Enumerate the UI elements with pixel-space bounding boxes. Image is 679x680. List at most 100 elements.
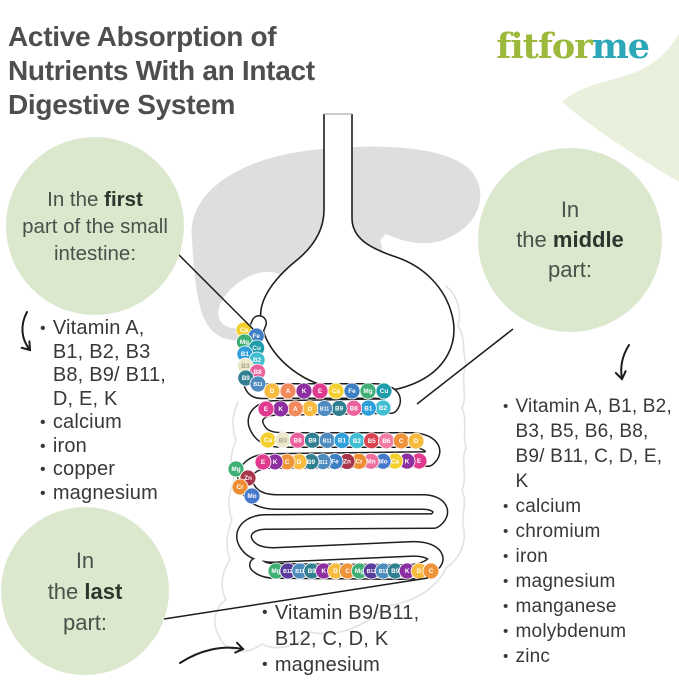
list-item-text: copper — [52, 458, 116, 480]
nutrient-list-last: • Vitamin B9/B11, B12, C, D, K• magnesium — [262, 600, 457, 678]
callout-text-line: part: — [547, 257, 593, 282]
connector-line-last — [163, 577, 429, 620]
callout-text-line: In the first — [47, 187, 143, 211]
list-item-text: chromium — [515, 521, 601, 542]
curved-arrow-first-icon — [20, 311, 32, 352]
nutrient-bead-label: Fe — [348, 388, 356, 395]
nutrient-bead-label: Mo — [378, 458, 387, 465]
nutrient-bead-Cr — [231, 478, 249, 496]
list-item: • calcium — [503, 494, 673, 519]
callout-text-line: part: — [62, 609, 108, 635]
list-item-text: Vitamin B9/B11, B12, C, D, K — [274, 602, 420, 650]
nutrient-bead-label: Mg — [363, 388, 372, 395]
bullet-icon: • — [40, 461, 46, 478]
list-item: • chromium — [503, 519, 673, 544]
nutrient-bead-label: A — [286, 388, 291, 395]
nutrient-bead-label: Cr — [355, 459, 363, 466]
list-item: •calcium — [40, 411, 174, 435]
nutrient-bead-label: K — [405, 568, 410, 575]
nutrient-bead-label: B11 — [323, 439, 332, 445]
list-item-text: calcium — [515, 496, 582, 517]
list-item-text: iron — [515, 546, 549, 567]
callout-text-line: In — [75, 547, 95, 573]
nutrient-bead-label: B11 — [253, 382, 262, 388]
nutrient-bead-label: B5 — [368, 438, 377, 445]
nutrient-bead-label: D — [414, 438, 419, 445]
nutrient-bead-label: B11 — [379, 569, 388, 575]
list-item-text: molybdenum — [515, 621, 627, 642]
list-item: •zinc — [503, 644, 673, 669]
nutrient-bead-label: Cu — [380, 388, 389, 395]
list-item: • copper — [40, 458, 174, 482]
bullet-icon: • — [503, 498, 509, 515]
nutrient-bead-Mg — [227, 460, 245, 478]
bullet-icon: • — [262, 656, 268, 673]
nutrient-bead-label: Mn — [366, 459, 375, 466]
nutrient-bead-Mo — [243, 487, 261, 505]
connector-line-first — [177, 253, 254, 330]
nutrient-bead-label: B1 — [241, 351, 250, 358]
curved-arrow-middle-icon — [614, 344, 630, 381]
title-line-2: Nutrients With an Intact — [8, 55, 315, 86]
nutrient-bead-label: K — [278, 406, 283, 413]
nutrient-bead-label: B2 — [379, 405, 388, 412]
nutrient-bead-label: B11 — [318, 460, 327, 466]
nutrient-bead-label: K — [302, 388, 307, 395]
list-item-text: magnesium — [274, 654, 380, 676]
nutrient-bead-label: E — [318, 388, 323, 395]
nutrient-bead-D — [407, 432, 425, 450]
nutrient-bead-label: C — [399, 438, 404, 445]
bullet-icon: • — [503, 648, 509, 665]
list-item-text: manganese — [515, 596, 617, 617]
nutrient-bead-label: B9 — [335, 406, 344, 413]
bullet-icon: • — [40, 320, 46, 337]
nutrient-bead-label: D — [333, 568, 338, 575]
nutrient-bead-label: B9 — [391, 568, 400, 575]
list-item-text: Vitamin A, B1, B2, B3, B5, B6, B8, B9/ B… — [515, 396, 672, 492]
nutrient-bead-label: B8 — [294, 437, 303, 444]
list-item: • magnesium — [262, 652, 457, 678]
nutrient-bead-label: B12 — [283, 569, 293, 575]
nutrient-bead-label: B6 — [382, 438, 391, 445]
nutrient-bead-label: B9 — [242, 375, 251, 382]
nutrient-bead-label: Ca — [332, 388, 341, 395]
nutrient-bead-label: C — [345, 568, 350, 575]
list-item: • iron — [40, 435, 174, 459]
nutrient-bead-label: K — [273, 459, 278, 466]
callout-text-line: the middle — [516, 227, 624, 252]
nutrient-bead-E — [254, 453, 272, 471]
nutrient-bead-C — [422, 562, 440, 580]
list-item-text: iron — [52, 434, 87, 457]
nutrient-list-first: •Vitamin A, B1, B2, B3 B8, B9/ B11, D, E… — [40, 317, 174, 505]
bullet-icon: • — [503, 573, 509, 590]
bullet-icon: • — [503, 523, 509, 540]
nutrient-bead-label: Cu — [252, 345, 261, 352]
nutrient-bead-label: D — [297, 459, 302, 466]
list-item: •Vitamin A, B1, B2, B3, B5, B6, B8, B9/ … — [503, 394, 673, 494]
list-item-text: magnesium — [515, 571, 616, 592]
bullet-icon: • — [40, 437, 46, 455]
nutrient-bead-label: B11 — [320, 407, 329, 413]
nutrient-bead-label: B12 — [367, 569, 377, 575]
connector-line-middle — [416, 328, 514, 405]
nutrient-bead-label: K — [405, 458, 410, 465]
nutrient-bead-label: B11 — [295, 569, 304, 575]
nutrient-bead-label: C — [429, 568, 434, 575]
bullet-icon: • — [503, 623, 509, 640]
nutrient-bead-E — [257, 400, 275, 418]
nutrient-bead-label: B9 — [308, 568, 317, 575]
nutrient-list-middle: • Vitamin A, B1, B2, B3, B5, B6, B8, B9/ … — [503, 394, 673, 669]
nutrient-bead-label: B8 — [253, 369, 262, 376]
list-item: •iron — [503, 544, 673, 569]
nutrient-bead-label: Mg — [240, 339, 249, 346]
bullet-icon: • — [40, 414, 46, 431]
nutrient-bead-label: Zn — [343, 459, 351, 466]
nutrient-bead-label: C — [285, 459, 290, 466]
nutrient-bead-label: Mo — [247, 493, 256, 500]
